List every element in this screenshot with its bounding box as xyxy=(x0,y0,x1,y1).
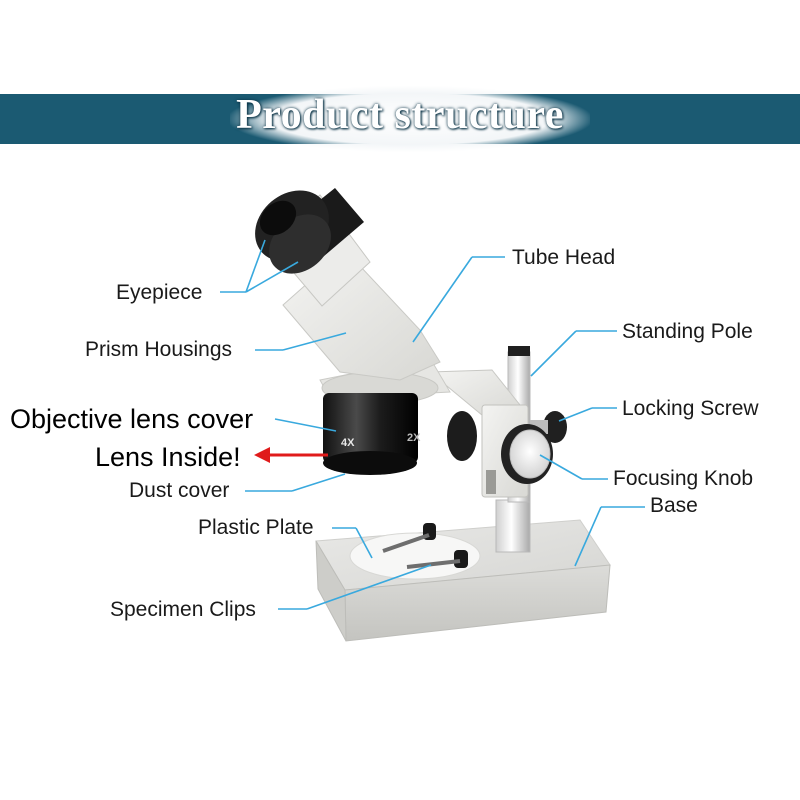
svg-text:2X: 2X xyxy=(407,432,421,444)
objective-lens: 4X 2X xyxy=(323,393,421,475)
focus-block xyxy=(428,369,567,498)
label-specimen-clips: Specimen Clips xyxy=(110,598,256,621)
page-title: Product structure xyxy=(236,92,564,138)
base-block xyxy=(315,519,611,642)
title-glow xyxy=(230,86,590,152)
label-standing-pole: Standing Pole xyxy=(622,320,753,343)
label-locking-screw: Locking Screw xyxy=(622,397,759,420)
label-dust-cover: Dust cover xyxy=(129,479,230,502)
leader-lines xyxy=(220,239,645,610)
label-prism-housings: Prism Housings xyxy=(85,338,233,361)
label-plastic-plate: Plastic Plate xyxy=(198,516,314,539)
lens-inside-arrow xyxy=(254,447,328,463)
label-objective-lens-cover: Objective lens cover xyxy=(10,404,254,434)
label-base: Base xyxy=(650,494,698,517)
label-eyepiece: Eyepiece xyxy=(116,281,203,304)
svg-text:4X: 4X xyxy=(341,437,355,449)
label-focusing-knob: Focusing Knob xyxy=(613,467,754,490)
eyepiece-tubes xyxy=(255,188,371,307)
label-lens-inside: Lens Inside! xyxy=(95,442,241,472)
label-tube-head: Tube Head xyxy=(512,246,616,269)
